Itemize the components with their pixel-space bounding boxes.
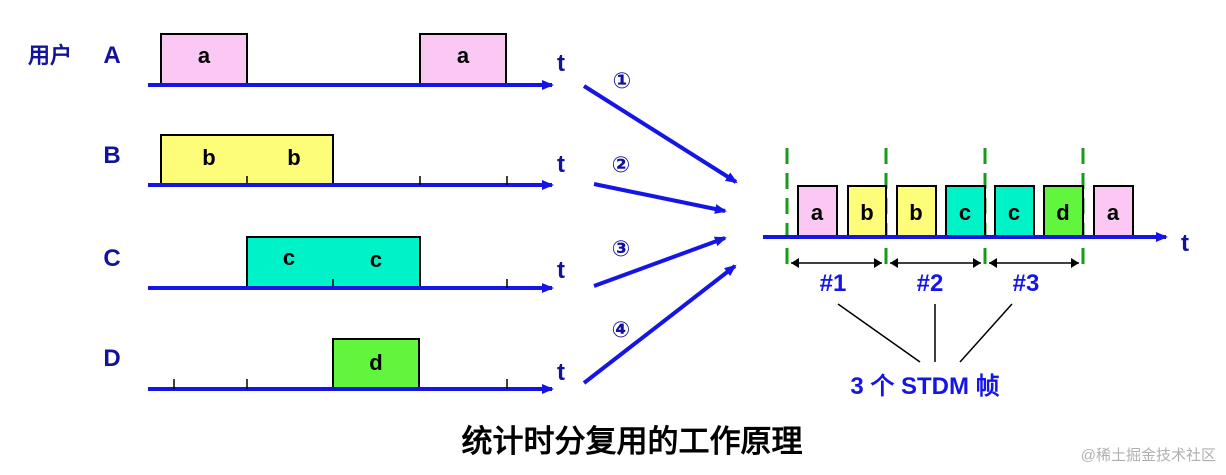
user-b-axis-t-label: t xyxy=(557,151,565,178)
user-a-row: 用户 A a a t xyxy=(28,33,565,90)
user-b-label: B xyxy=(103,142,120,169)
user-d-row: D d t xyxy=(103,338,565,394)
input-marker-1: ① xyxy=(613,68,632,93)
user-c-row: C c c t xyxy=(103,236,565,293)
frame-span-1-left-head xyxy=(791,258,799,268)
user-a-label: A xyxy=(103,42,120,69)
frame-pointer-1 xyxy=(837,303,921,363)
user-d-slot-1-label: d xyxy=(369,350,382,375)
watermark: @稀土掘金技术社区 xyxy=(1081,447,1216,464)
frame-span-3-right-head xyxy=(1071,258,1079,268)
user-d-label: D xyxy=(103,345,120,372)
input-arrow-4 xyxy=(582,264,737,385)
user-prefix-label: 用户 xyxy=(28,43,72,68)
frame-pointer-3 xyxy=(959,303,1013,363)
user-c-slot-2-label: c xyxy=(370,247,382,272)
user-b-slot-2-label: b xyxy=(287,145,300,170)
output-slot-2-label: b xyxy=(860,200,873,225)
output-slot-7-label: a xyxy=(1107,200,1120,225)
output-slot-5 xyxy=(994,185,1035,237)
frame-span-1-right-head xyxy=(874,258,882,268)
frame-label-2: #2 xyxy=(917,270,944,297)
frame-span-3-left-head xyxy=(989,258,997,268)
input-marker-3: ③ xyxy=(612,236,631,261)
user-a-slot-2 xyxy=(419,33,507,86)
output-slot-6-label: d xyxy=(1056,200,1069,225)
frames-caption: 3 个 STDM 帧 xyxy=(850,373,999,400)
output-slot-3 xyxy=(896,185,937,237)
user-a-slot-1 xyxy=(160,33,248,86)
output-slot-1-label: a xyxy=(811,200,824,225)
input-arrow-3 xyxy=(593,236,727,288)
output-slot-3-label: b xyxy=(909,200,922,225)
output-slot-1 xyxy=(797,185,838,237)
output-axis-t-label: t xyxy=(1181,230,1189,257)
output-slot-7 xyxy=(1093,185,1134,237)
user-b-slot-1-label: b xyxy=(202,145,215,170)
user-a-slot-1-label: a xyxy=(198,43,211,68)
output-line: a b b c c d a t #1 #2 xyxy=(763,148,1189,400)
input-arrows: ① ② ③ ④ xyxy=(582,68,738,385)
input-arrow-2 xyxy=(593,182,727,214)
input-marker-2: ② xyxy=(612,152,631,177)
frame-label-1: #1 xyxy=(820,270,847,297)
input-arrow-1 xyxy=(582,84,738,184)
frame-label-3: #3 xyxy=(1013,270,1040,297)
user-b-row: B b b t xyxy=(103,134,565,190)
user-d-axis-t-label: t xyxy=(557,359,565,386)
frame-span-1 xyxy=(791,258,882,268)
output-slot-5-label: c xyxy=(1008,200,1020,225)
input-marker-4: ④ xyxy=(612,317,631,342)
frame-span-3 xyxy=(989,258,1079,268)
user-a-axis-t-label: t xyxy=(557,50,565,77)
user-c-axis-t-label: t xyxy=(557,257,565,284)
frame-span-2-right-head xyxy=(973,258,981,268)
frame-span-2-left-head xyxy=(890,258,898,268)
user-c-slot-1-label: c xyxy=(283,245,295,270)
frame-span-2 xyxy=(890,258,981,268)
output-slot-4-label: c xyxy=(959,200,971,225)
output-slot-4 xyxy=(945,185,986,237)
diagram-caption: 统计时分复用的工作原理 xyxy=(462,424,803,459)
user-a-slot-2-label: a xyxy=(457,43,470,68)
user-c-label: C xyxy=(103,245,120,272)
